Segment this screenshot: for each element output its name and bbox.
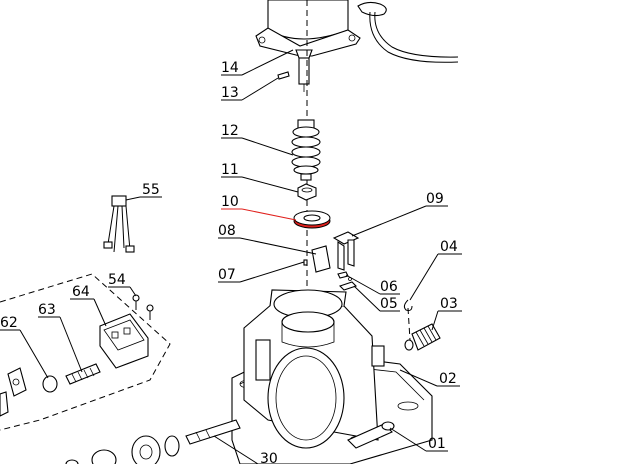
label-10-highlighted: 10: [221, 194, 239, 210]
part-62: [0, 367, 27, 417]
label-09: 09: [426, 191, 444, 207]
part-screws-54: [132, 294, 154, 320]
label-14: 14: [221, 60, 239, 76]
label-08: 08: [218, 223, 236, 239]
part-small-screws: [337, 271, 358, 291]
part-pin: [303, 259, 308, 266]
part-nut: [297, 183, 317, 201]
label-54: 54: [108, 272, 126, 288]
label-07: 07: [218, 267, 236, 283]
part-control-box: [99, 313, 149, 369]
label-06: 06: [380, 279, 398, 295]
label-30: 30: [260, 451, 278, 464]
label-11: 11: [221, 162, 239, 178]
label-02: 02: [439, 371, 457, 387]
motor-cable: [357, 1, 459, 63]
part-plate: [311, 245, 331, 273]
part-bearing-highlighted: [293, 210, 331, 229]
part-spring-63: [42, 363, 101, 393]
label-05: 05: [380, 296, 398, 312]
part-worm-screw: [291, 119, 321, 181]
part-labels: 14 13 12 11 10 09 08 07 06 05 04 03 02 0…: [0, 60, 458, 464]
label-01: 01: [428, 436, 446, 452]
part-spring: [404, 323, 441, 351]
part-housing: [231, 289, 433, 464]
part-motor: [255, 0, 361, 92]
label-04: 04: [440, 239, 458, 255]
label-03: 03: [440, 296, 458, 312]
label-12: 12: [221, 123, 239, 139]
label-64: 64: [72, 284, 90, 300]
part-spring-clip: [403, 299, 413, 311]
label-62: 62: [0, 315, 18, 331]
subassembly-outline: [0, 273, 171, 431]
part-bracket: [332, 231, 360, 271]
label-63: 63: [38, 302, 56, 318]
part-shaft: [65, 419, 241, 464]
part-connector: [103, 195, 135, 253]
part-key: [277, 71, 290, 80]
leader-lines: [0, 49, 462, 464]
label-55: 55: [142, 182, 160, 198]
label-13: 13: [221, 85, 239, 101]
